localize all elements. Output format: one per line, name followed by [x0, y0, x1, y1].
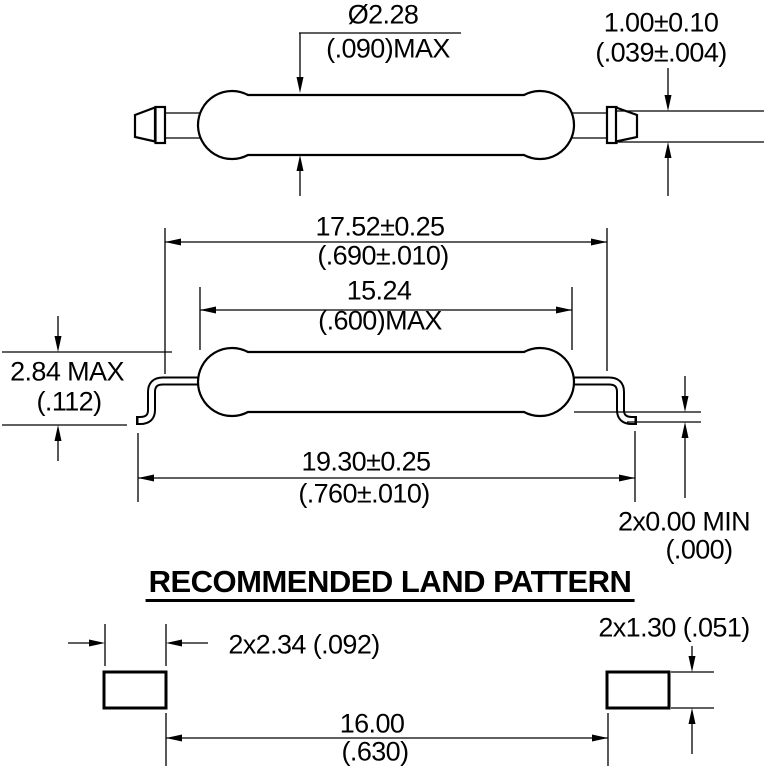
dim-pitch — [165, 713, 609, 766]
arrow-up-icon — [681, 422, 689, 438]
lead-left-side — [136, 376, 200, 425]
lead-right-tip — [614, 105, 639, 143]
lead-right-top — [572, 112, 607, 139]
arrow-up-icon — [296, 155, 304, 171]
dim-pad-width — [68, 624, 208, 666]
dim-pitch-metric: 16.00 — [339, 708, 405, 739]
dim-pad-height-label: 2x1.30 (.051) — [598, 612, 750, 643]
dim-pad-height — [671, 646, 714, 754]
dim-overall-imperial: (.760±.010) — [298, 478, 430, 509]
dim-glass-length-imperial: (.600)MAX — [318, 305, 442, 336]
dim-pitch-imperial: (.630) — [341, 736, 410, 767]
lead-left-top — [165, 112, 200, 139]
dim-standoff — [574, 376, 701, 498]
lead-right-side — [572, 376, 637, 425]
dim-standoff-metric: 2x0.00 MIN — [617, 506, 751, 537]
arrow-down-icon — [681, 396, 689, 412]
arrow-down-icon — [54, 336, 62, 352]
dim-lead-diameter-metric: 1.00±0.10 — [603, 7, 719, 38]
lead-left-tip — [133, 105, 157, 143]
land-pad-right — [605, 670, 671, 710]
lead-left-collar — [154, 105, 167, 145]
top-view — [133, 32, 764, 196]
dim-pad-width-label: 2x2.34 (.092) — [228, 629, 380, 660]
arrow-down-icon — [688, 656, 696, 672]
dim-span — [164, 228, 608, 374]
dim-diameter-leader — [296, 32, 461, 196]
dim-height — [2, 316, 172, 461]
dim-glass-diameter-metric: Ø2.28 — [347, 0, 419, 30]
dim-overall-metric: 19.30±0.25 — [301, 446, 432, 477]
dim-span-imperial: (.690±.010) — [317, 240, 449, 271]
dim-glass-length — [199, 287, 573, 350]
glass-body-side-outline — [196, 346, 576, 418]
arrow-down-icon — [296, 77, 304, 93]
arrow-up-icon — [54, 425, 62, 441]
dim-glass-diameter-imperial: (.090)MAX — [326, 33, 450, 64]
dim-lead-diameter-imperial: (.039±.004) — [595, 37, 727, 68]
land-pad-left — [102, 670, 168, 710]
dim-glass-length-metric: 15.24 — [346, 275, 412, 306]
arrow-up-icon — [664, 142, 672, 158]
dim-height-metric: 2.84 MAX — [10, 356, 124, 387]
land-pattern-heading: RECOMMENDED LAND PATTERN — [145, 566, 635, 602]
arrow-left-icon — [166, 639, 182, 647]
arrow-down-icon — [664, 95, 672, 111]
dim-overall — [137, 431, 636, 502]
dim-standoff-imperial: (.000) — [665, 534, 734, 565]
arrow-right-icon — [89, 639, 105, 647]
glass-body-top-outline — [196, 89, 576, 161]
land-pattern — [68, 624, 714, 766]
dim-lead-diameter — [615, 68, 764, 196]
side-view — [2, 228, 701, 502]
arrow-up-icon — [688, 708, 696, 724]
dim-span-metric: 17.52±0.25 — [315, 211, 446, 242]
dim-height-imperial: (.112) — [36, 386, 103, 417]
